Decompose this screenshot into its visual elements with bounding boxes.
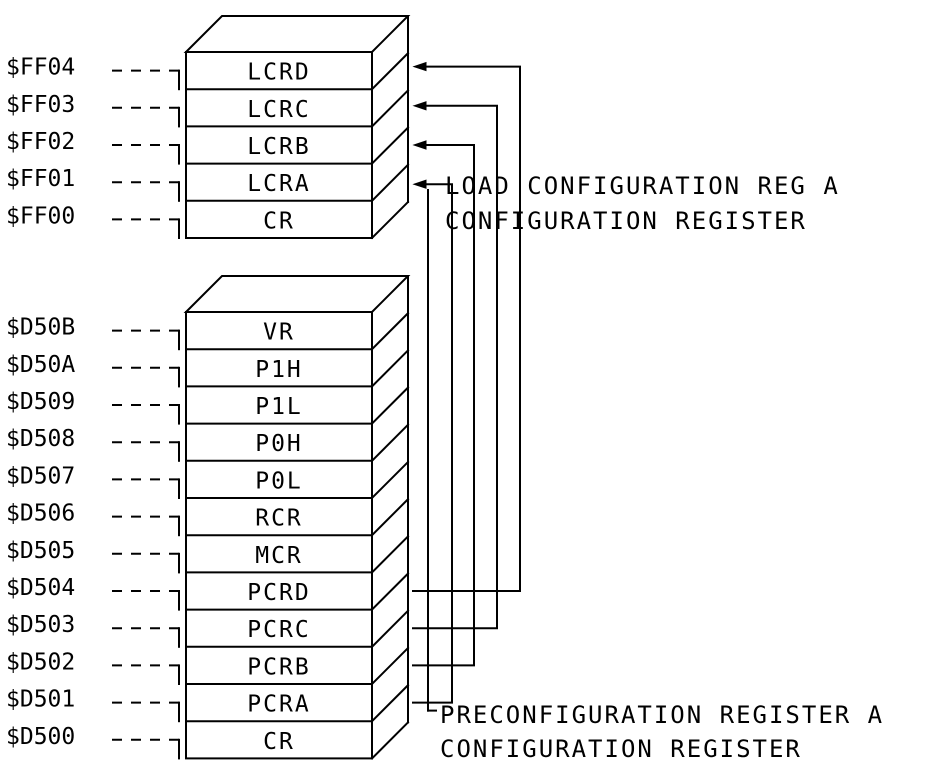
- upper-lcrc-side-divider: [370, 88, 410, 128]
- lower-rcr-register-label: RCR: [255, 506, 303, 532]
- lower-p1l-side-divider: [370, 386, 410, 426]
- lower-p0h-address-label: $D508: [6, 426, 75, 452]
- connector-pcrc-to-lcrc-arrowhead: [412, 101, 427, 111]
- lower-p1l-register-label: P1L: [255, 394, 303, 420]
- lower-p1h-side-divider: [370, 348, 410, 388]
- upper-lcrb-side-divider: [370, 126, 410, 166]
- lower-rcr-side-divider: [370, 497, 410, 537]
- lower-pcrd-register-label: PCRD: [247, 580, 310, 606]
- connector-pcra-to-lcra-arrowhead: [412, 179, 427, 189]
- lower-pcrc-register-label: PCRC: [247, 617, 310, 643]
- connector-pcrb-to-lcrb-arrowhead: [412, 140, 427, 150]
- annotation-lower-configuration-register: CONFIGURATION REGISTER: [440, 735, 802, 763]
- lower-pcrd-side-divider: [370, 572, 410, 612]
- lower-pcrc-address-label: $D503: [6, 612, 75, 638]
- connector-lines: [412, 61, 521, 712]
- lower-stack-top-face: [183, 275, 411, 313]
- lower-p1h-address-label: $D50A: [6, 352, 75, 378]
- lower-pcrd-address-label: $D504: [6, 575, 75, 601]
- lower-vr-side-divider: [370, 311, 410, 351]
- upper-lcra-address-label: $FF01: [6, 166, 75, 192]
- lower-vr-address-label: $D50B: [6, 315, 75, 341]
- upper-lcrc-address-label: $FF03: [6, 92, 75, 118]
- upper-lcrd-side-divider: [370, 51, 410, 91]
- lower-mcr-side-divider: [370, 534, 410, 574]
- upper-lcrc-register-label: LCRC: [247, 97, 310, 123]
- upper-lcrb-address-label: $FF02: [6, 129, 75, 155]
- lower-cr-register-label: CR: [263, 729, 295, 755]
- lower-pcra-address-label: $D501: [6, 687, 75, 713]
- upper-cr-side-divider: [370, 200, 410, 240]
- connector-pcrd-to-lcrd: [412, 65, 521, 592]
- lower-p1l-address-label: $D509: [6, 389, 75, 415]
- upper-lcra-register-label: LCRA: [247, 171, 310, 197]
- lower-vr-register-label: VR: [263, 320, 295, 346]
- annotation-upper-configuration-register: CONFIGURATION REGISTER: [445, 207, 807, 235]
- upper-lcrb-register-label: LCRB: [247, 134, 310, 160]
- lower-pcrb-address-label: $D502: [6, 649, 75, 675]
- lower-rcr-address-label: $D506: [6, 501, 75, 527]
- lower-p0l-address-label: $D507: [6, 463, 75, 489]
- upper-lcra-side-divider: [370, 163, 410, 203]
- lower-mcr-register-label: MCR: [255, 543, 303, 569]
- connector-pcrd-to-lcrd-arrowhead: [412, 61, 427, 72]
- lower-pcra-register-label: PCRA: [247, 692, 310, 718]
- lower-cr-side-divider: [370, 720, 410, 760]
- connector-pcrc-to-lcrc: [412, 104, 498, 630]
- upper-stack-top-face: [183, 15, 411, 53]
- annotation-load-configuration-reg-a: LOAD CONFIGURATION REG A: [445, 172, 840, 200]
- lower-cr-address-label: $D500: [6, 724, 75, 750]
- lower-p0h-register-label: P0H: [255, 431, 303, 457]
- lower-pcrb-side-divider: [370, 646, 410, 686]
- upper-cr-address-label: $FF00: [6, 203, 75, 229]
- annotation-preconfiguration-register-a: PRECONFIGURATION REGISTER A: [440, 701, 884, 729]
- lower-pcrc-side-divider: [370, 609, 410, 649]
- lower-pcra-side-divider: [370, 683, 410, 723]
- connector-pcrb-to-lcrb: [412, 144, 475, 667]
- lower-mcr-address-label: $D505: [6, 538, 75, 564]
- lower-p1h-register-label: P1H: [255, 357, 303, 383]
- lower-p0l-side-divider: [370, 460, 410, 500]
- upper-lcrd-register-label: LCRD: [247, 60, 310, 86]
- lower-pcrb-register-label: PCRB: [247, 654, 310, 680]
- lower-p0h-side-divider: [370, 423, 410, 463]
- connector-pcra-to-lcra: [412, 183, 453, 704]
- upper-cr-register-label: CR: [263, 208, 295, 234]
- upper-lcrd-address-label: $FF04: [6, 55, 75, 81]
- lower-p0l-register-label: P0L: [255, 468, 303, 494]
